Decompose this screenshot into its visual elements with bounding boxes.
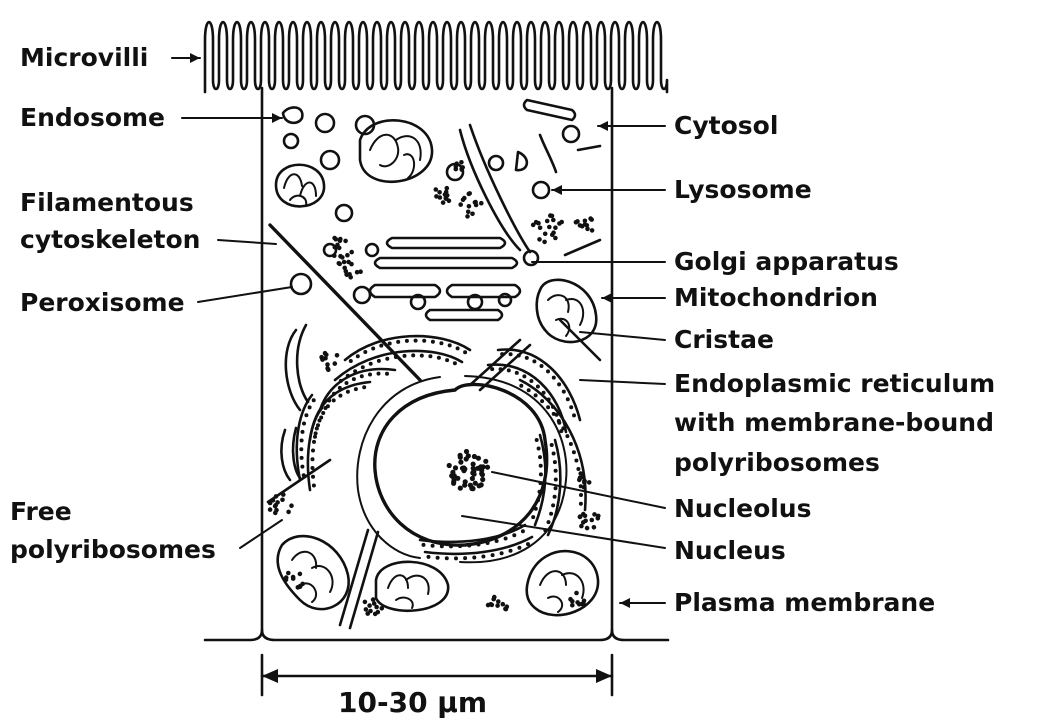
mitochondrion-bottom-mid [376,562,448,611]
plasma-membrane-right [612,88,668,640]
label-peroxisome: Peroxisome [20,288,185,317]
endoplasmic-reticulum [297,336,586,554]
label-filamentous: Filamentous [20,188,194,217]
label-er-line3: polyribosomes [674,448,880,477]
microvilli [205,22,667,92]
label-lysosome: Lysosome [674,175,812,204]
label-mitochondrion: Mitochondrion [674,283,878,312]
label-cristae: Cristae [674,325,774,354]
plasma-membrane-bottom [262,630,612,640]
mitochondrion-bottom-right [527,551,598,615]
free-polyribosomes-shape [268,160,601,616]
label-microvilli: Microvilli [20,43,148,72]
scale-label: 10-30 μm [338,688,487,717]
label-nucleolus: Nucleolus [674,494,812,523]
smooth-er [281,325,308,480]
label-golgi-apparatus: Golgi apparatus [674,247,899,276]
label-cytoskeleton: cytoskeleton [20,225,200,254]
label-plasma-membrane: Plasma membrane [674,588,935,617]
peroxisome-shape [291,274,311,294]
mitochondrion-left [276,165,324,207]
nucleolus-shape [447,449,491,491]
label-free: Free [10,497,72,526]
label-er-line2: with membrane-bound [674,408,994,437]
label-polyribosomes-left: polyribosomes [10,535,216,564]
label-er-line1: Endoplasmic reticulum [674,369,995,398]
label-endosome: Endosome [20,103,165,132]
er-ribosomes [299,339,583,561]
mitochondrion-top [360,120,432,181]
label-cytosol: Cytosol [674,111,778,140]
label-nucleus: Nucleus [674,536,786,565]
